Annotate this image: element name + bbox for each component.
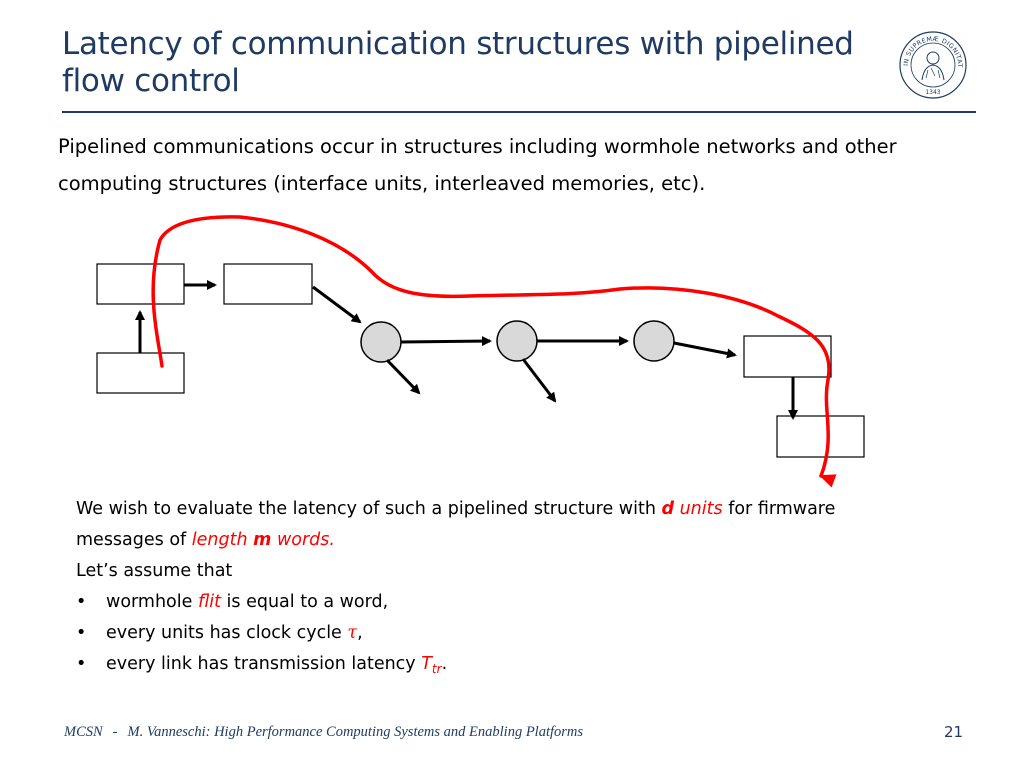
slide-title: Latency of communication structures with… (62, 26, 892, 99)
network-node-3 (633, 320, 675, 362)
footer-separator: - (112, 724, 118, 740)
footer: MCSN-M. Vanneschi: High Performance Comp… (64, 724, 583, 741)
text-run: . (441, 654, 448, 674)
var-d: d (661, 499, 675, 519)
unit-box-top-second (223, 263, 313, 305)
arrow-box2-to-node1 (312, 285, 362, 324)
page-number: 21 (944, 723, 964, 741)
intro-paragraph: Pipelined communications occur in struct… (58, 135, 897, 195)
unit-box-top-left (96, 263, 185, 305)
message-path-red-arrow (151, 215, 837, 488)
unit-box-bottom-left (96, 352, 185, 394)
arrow-node1-to-node2 (400, 336, 492, 347)
text-words: words. (271, 530, 335, 550)
unit-box-right-lower (776, 415, 865, 458)
arrow-node2-branch (521, 358, 557, 403)
text-run: every link has transmission latency (106, 654, 422, 674)
network-node-1 (360, 321, 402, 363)
subscript-tr: tr (431, 662, 442, 676)
list-item: wormhole flit is equal to a word, (76, 587, 896, 618)
unit-box-right-upper (743, 335, 832, 378)
title-line-2: flow control (62, 62, 240, 99)
symbol-tau: τ (347, 623, 358, 643)
arrow-node1-branch (385, 358, 421, 395)
network-node-2 (496, 320, 538, 362)
list-item: every link has transmission latency Ttr. (76, 649, 896, 685)
svg-text:1343: 1343 (925, 89, 940, 96)
title-line-1: Latency of communication structures with… (62, 26, 854, 62)
title-underline (62, 111, 976, 113)
footer-course: MCSN (64, 724, 103, 740)
university-seal-logo: IN SUPREMÆ DIGNITATIS 1343 (898, 30, 967, 99)
text-flit: flit (197, 592, 221, 612)
body-text: We wish to evaluate the latency of such … (76, 494, 896, 685)
assumption-list: wormhole flit is equal to a word, every … (76, 587, 896, 685)
list-item: every units has clock cycle τ, (76, 618, 896, 649)
text-run: wormhole (106, 592, 198, 612)
text-run: is equal to a word, (220, 592, 389, 612)
text-units: units (674, 499, 723, 519)
footer-author: M. Vanneschi: High Performance Computing… (127, 724, 584, 740)
var-m: m (253, 530, 272, 550)
paragraph-assume: Let’s assume that (76, 561, 233, 581)
text-run: for firmware messages of (76, 499, 836, 550)
text-run: , (357, 623, 363, 643)
arrow-node3-to-box-right (673, 341, 737, 359)
svg-text:IN SUPREMÆ DIGNITATIS: IN SUPREMÆ DIGNITATIS (898, 30, 963, 68)
symbol-T: T (421, 654, 432, 674)
text-run: We wish to evaluate the latency of such … (76, 499, 662, 519)
text-length: length (191, 530, 254, 550)
text-run: every units has clock cycle (106, 623, 348, 643)
paragraph-evaluate: We wish to evaluate the latency of such … (76, 494, 896, 556)
